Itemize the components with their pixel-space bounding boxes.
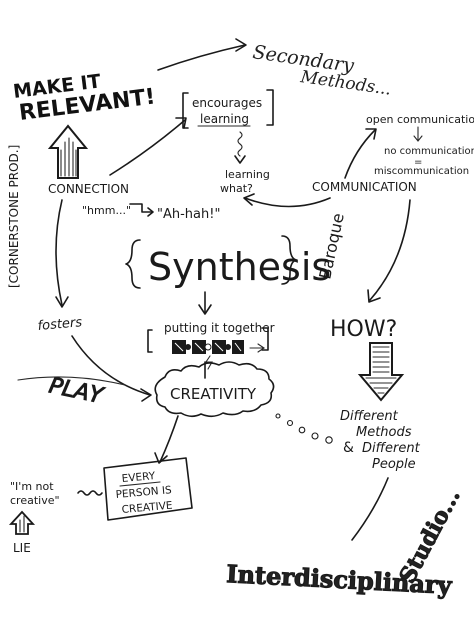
learning-what-1: learning [225, 168, 270, 181]
every-2: PERSON IS [115, 484, 172, 501]
play-line [17, 376, 126, 386]
every-3: CREATIVE [121, 500, 173, 516]
different-3: Different [362, 441, 421, 456]
zigzag-arrow-head [147, 207, 154, 217]
arrow-head-encourages [175, 117, 187, 129]
cornerstone-text: [CORNERSTONE PROD.] [7, 145, 21, 288]
play-text: PLAY [47, 373, 107, 409]
im-not-2: creative" [10, 494, 60, 507]
arrow-to-secondary [157, 44, 246, 71]
connection-text: CONNECTION [48, 182, 129, 196]
up-arrow-lie-hatch [19, 515, 25, 533]
thick-down-arrow-hatch [365, 346, 397, 394]
putting-bracket-left [147, 329, 153, 353]
lie-text: LIE [13, 541, 31, 555]
communication-text: COMMUNICATION [312, 180, 417, 194]
spark-icon [204, 355, 213, 370]
arrow-head-creativity [140, 388, 152, 402]
up-arrow-lie [8, 510, 36, 535]
line-to-interdisciplinary [351, 477, 389, 541]
thick-up-arrow-hatch [60, 137, 77, 177]
arrow-head-open [365, 128, 377, 140]
putting-right-arrow-head [257, 343, 265, 353]
hmm-text: "hmm..." [82, 204, 131, 217]
encourages-bracket-right [266, 89, 274, 126]
synthesis-title: Synthesis [148, 245, 331, 289]
encourages-text: encourages [192, 96, 262, 110]
squiggle-lie-link [77, 490, 103, 496]
arrow-head-putting [198, 304, 212, 315]
arrow-communication-learning [244, 197, 331, 208]
every-underline [119, 481, 161, 487]
different-2: Methods [356, 425, 412, 440]
different-amp: & [343, 440, 354, 456]
squiggle-arrow [237, 131, 243, 157]
arrow-head-how [367, 289, 381, 303]
creativity-text: CREATIVITY [170, 385, 257, 403]
zigzag-arrow [129, 203, 153, 213]
learning-what-2: what? [220, 182, 253, 195]
ah-hah-text: "Ah-hah!" [157, 207, 220, 222]
arrow-communication-open [344, 129, 376, 179]
equals-sign: = [414, 157, 422, 168]
arrow-fosters-creativity [71, 335, 151, 396]
fosters-text: fosters [37, 315, 83, 334]
learning-text: learning [200, 112, 249, 126]
open-comm-arrow-head [413, 135, 423, 142]
arrow-creativity-every [159, 415, 179, 463]
thick-up-arrow-relevant [47, 124, 89, 179]
creativity-cloud [154, 361, 275, 418]
arrow-connection-fosters [55, 199, 63, 306]
squiggle-arrow-head [234, 155, 246, 164]
arrow-communication-how [369, 199, 411, 301]
every-1: EVERY [121, 470, 156, 485]
synthesis-brace-left [125, 239, 141, 289]
puzzle-pieces-icon [172, 340, 244, 354]
thick-down-arrow-how [357, 342, 405, 402]
different-4: People [372, 457, 416, 472]
putting-together-text: putting it together [164, 321, 275, 335]
every-person-box [103, 457, 193, 521]
arrow-head-fosters [55, 296, 69, 308]
bubble-trail [275, 413, 333, 444]
arrow-head-every [154, 452, 168, 464]
miscommunication-text: miscommunication [374, 166, 469, 177]
open-communication-text: open communication [366, 113, 474, 126]
no-communication-text: no communication [384, 146, 474, 157]
encourages-bracket-left [182, 92, 189, 129]
how-text: HOW? [330, 317, 397, 342]
arrow-connection-encourages [109, 119, 186, 176]
im-not-1: "I'm not [10, 480, 54, 493]
synthesis-brace-right [281, 235, 297, 285]
arrow-head-learning [243, 193, 255, 206]
arrow-head-secondary [235, 38, 247, 52]
different-1: Different [340, 409, 399, 424]
putting-bracket-right [261, 327, 269, 351]
